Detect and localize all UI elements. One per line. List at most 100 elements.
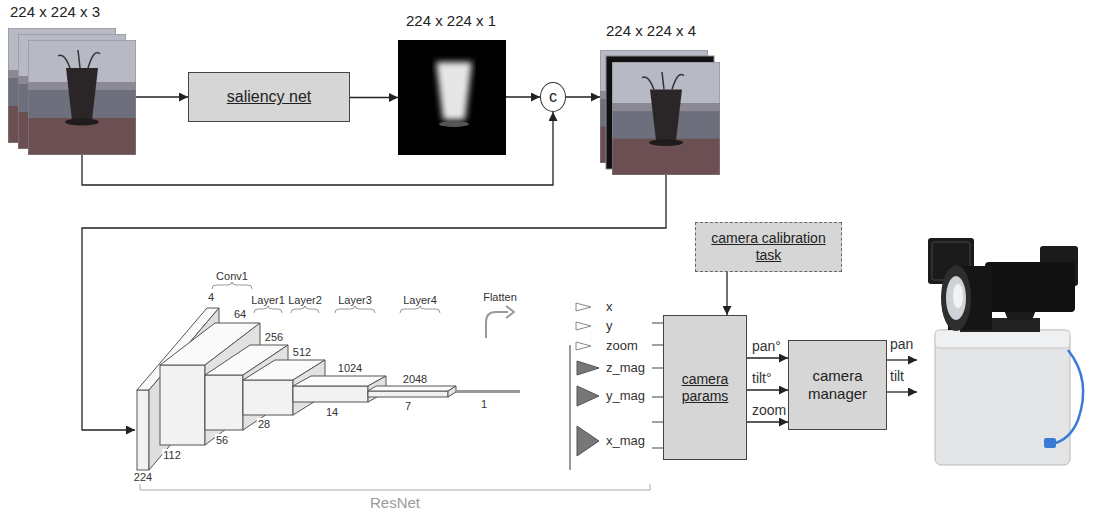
- output-neurons: [576, 322, 591, 330]
- layer-dimension: 28: [257, 418, 271, 430]
- connector-arrow: [747, 357, 788, 358]
- connector-arrow: [350, 97, 398, 98]
- layer-dimension: Conv1: [215, 270, 249, 282]
- layer-dimension: 512: [292, 346, 312, 358]
- camera-command-arrows: [885, 359, 917, 360]
- layer-dimension: 256: [264, 331, 284, 343]
- process-box: camera params: [663, 315, 747, 460]
- flatten-icon: [506, 306, 514, 318]
- output-name: z_mag: [606, 361, 645, 375]
- node-text: 224 x 224 x 3: [10, 3, 100, 20]
- resnet-blocks: [137, 390, 149, 470]
- output-neurons: [576, 342, 591, 350]
- node-text: c: [549, 88, 557, 106]
- task-box: camera calibration task: [695, 222, 842, 272]
- connector-arrow: [726, 272, 727, 315]
- connector-arrow: [566, 96, 600, 97]
- flatten-icon: [486, 306, 514, 338]
- layer-dimension: 4: [207, 291, 215, 303]
- node-text: 224 x 224 x 4: [606, 22, 696, 39]
- connector-arrow: [136, 96, 188, 97]
- signal-name: pan: [889, 337, 914, 352]
- resnet-bracket: [140, 484, 650, 490]
- signal-name: tilt: [889, 369, 905, 384]
- node-text: camera calibration task: [700, 230, 837, 264]
- pan-tilt-camera: [935, 330, 1070, 465]
- output-name: x_mag: [606, 434, 645, 448]
- resnet-blocks: [243, 380, 293, 415]
- pan-tilt-camera: [1044, 438, 1056, 448]
- output-name: zoom: [606, 339, 638, 353]
- layer-dimension: 112: [162, 449, 182, 461]
- resnet-blocks: [368, 391, 448, 397]
- resnet-blocks: [368, 386, 456, 391]
- layer-dimension: Flatten: [482, 291, 518, 303]
- node-text: camera params: [668, 371, 742, 405]
- resnet-blocks: [456, 390, 520, 393]
- node-text: 224 x 224 x 1: [406, 12, 496, 29]
- resnet-blocks: [448, 386, 456, 397]
- pan-tilt-camera: [946, 276, 966, 320]
- layer-dimension: Layer1: [250, 294, 286, 306]
- flatten-icon: [486, 312, 508, 338]
- concat-image-stack: [600, 50, 720, 175]
- concat-image-stack: [612, 62, 720, 175]
- process-box: saliency net: [188, 72, 350, 122]
- output-neurons: [569, 303, 599, 470]
- layer-dimension: Layer3: [337, 294, 373, 306]
- layer-dimension: 1024: [337, 362, 363, 374]
- resnet-blocks: [160, 365, 205, 445]
- layer-braces: [335, 305, 375, 313]
- camera-command-arrows: [885, 391, 917, 392]
- connector-arrow: [747, 389, 788, 390]
- edge-label: pan°: [751, 339, 782, 354]
- process-box: camera manager: [788, 340, 887, 430]
- concat-circle: c: [540, 82, 566, 112]
- output-neurons: [576, 303, 591, 311]
- layer-dimension: 224: [133, 471, 153, 483]
- edge-label: tilt°: [751, 371, 773, 386]
- image-stack: 224 x 224 x 4: [600, 50, 720, 175]
- layer-dimension: 7: [404, 400, 412, 412]
- input-image-stack: [28, 40, 136, 155]
- node-text: camera manager: [793, 367, 882, 403]
- output-neurons: [569, 345, 571, 470]
- layer-dimension: 2048: [402, 373, 428, 385]
- saliency-map: [398, 40, 506, 155]
- output-name: x: [606, 300, 613, 314]
- connector-arrow: [506, 96, 540, 97]
- output-neurons: [577, 361, 599, 375]
- resnet-blocks: [293, 386, 368, 402]
- layer-dimension: Layer4: [402, 294, 438, 306]
- resnet-blocks: [205, 375, 243, 430]
- input-image-stack: [8, 28, 136, 155]
- layer-dimension: 14: [325, 406, 339, 418]
- output-neurons: [577, 386, 599, 406]
- saliency-map: [439, 121, 469, 127]
- output-neurons: [577, 426, 599, 456]
- connector-arrow: [82, 112, 553, 185]
- connector-arrow: [747, 421, 788, 422]
- resnet-blocks: [137, 308, 520, 470]
- edge-label: zoom: [751, 403, 787, 418]
- saliency-map: [398, 40, 506, 155]
- connector-arrow: [82, 175, 666, 430]
- camera-command-arrows: [885, 360, 917, 392]
- layer-dimension: Layer2: [287, 294, 323, 306]
- pan-tilt-camera: [928, 238, 1083, 465]
- layer-dimension: 1: [480, 398, 488, 410]
- pan-tilt-camera: [1052, 350, 1083, 444]
- layer-dimension: 64: [233, 308, 247, 320]
- saliency-image: 224 x 224 x 1: [398, 40, 506, 155]
- layer-dimension: 56: [215, 434, 229, 446]
- pan-tilt-camera: [985, 262, 1075, 312]
- layer-braces: [400, 305, 440, 313]
- layer-braces: [212, 281, 252, 289]
- saliency-map: [436, 62, 472, 120]
- layer-braces: [254, 305, 282, 313]
- layer-braces: [291, 305, 319, 313]
- output-name: y: [606, 319, 613, 333]
- pan-tilt-camera: [935, 330, 1070, 348]
